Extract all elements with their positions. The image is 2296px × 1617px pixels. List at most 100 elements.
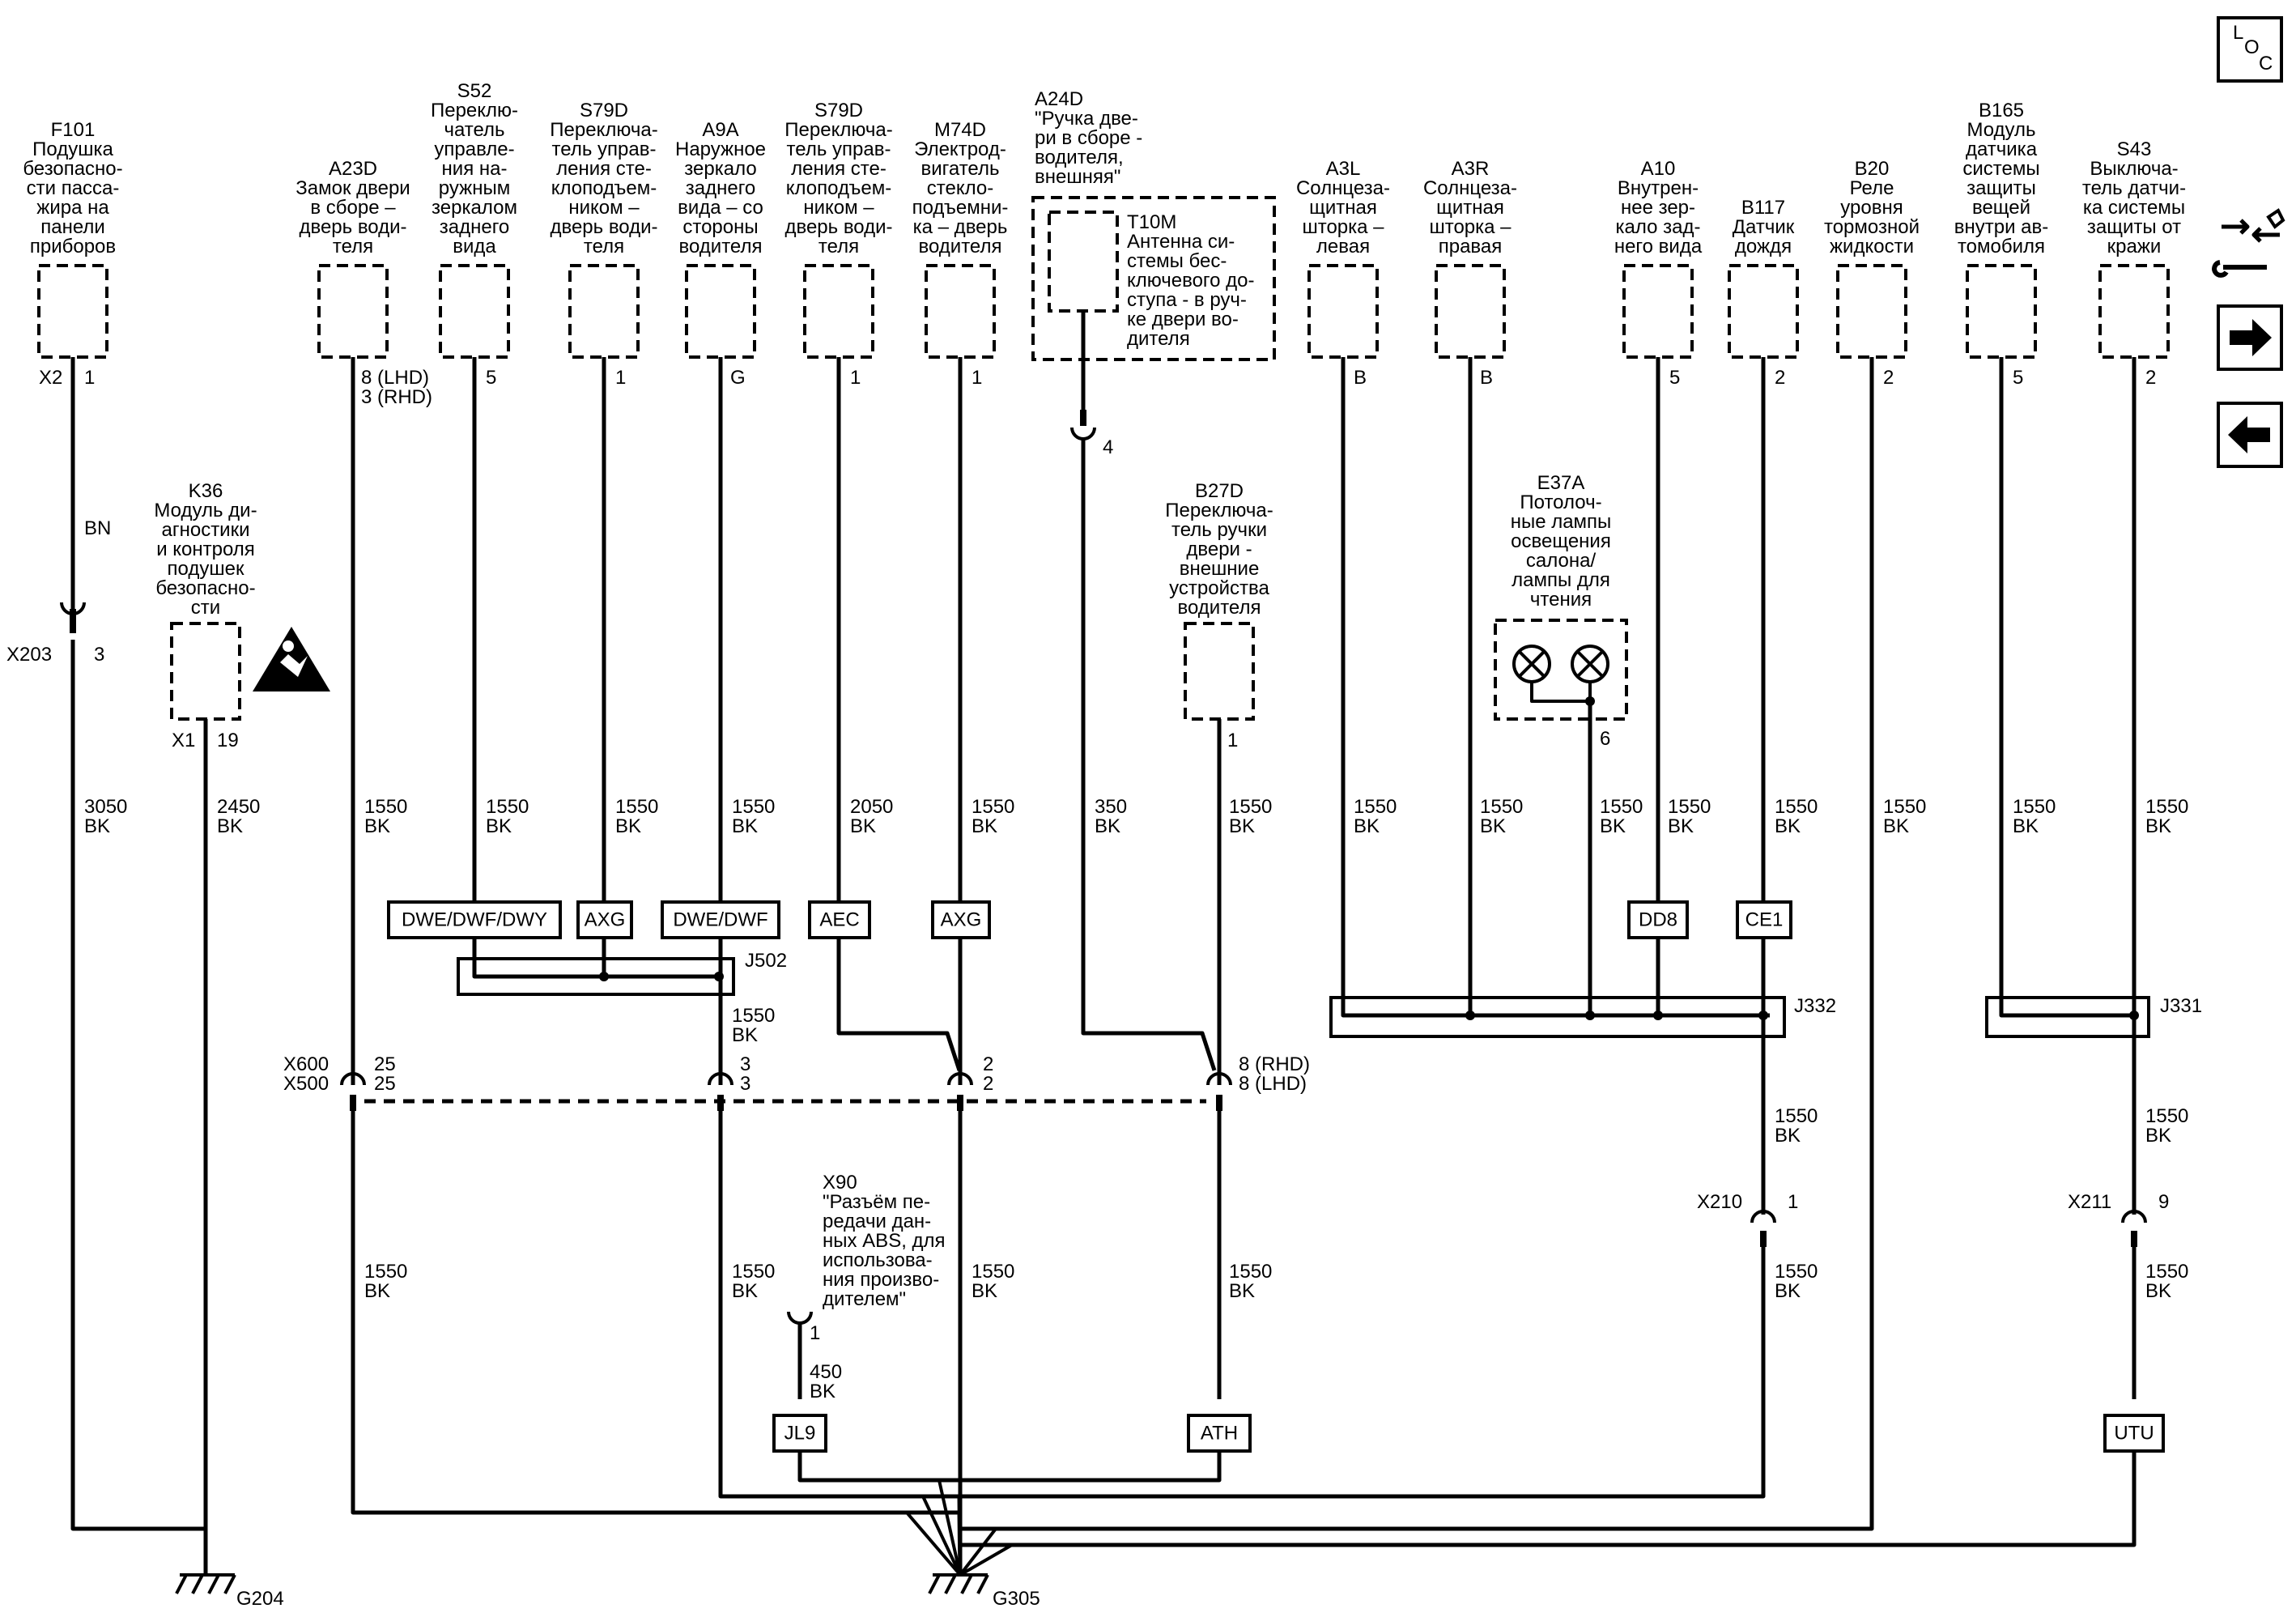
svg-text:DWE/DWF/DWY: DWE/DWF/DWY [402,909,547,931]
option-axg-2: AXG [931,900,991,939]
option-aec: AEC [808,900,871,939]
arrow-right-icon [2230,319,2272,356]
m74d-pin: 1 [972,367,982,389]
x600-name: X600 [283,1053,329,1075]
s79d-a-pin: 1 [615,367,626,389]
lamp-icons [1512,645,1609,706]
option-ce1: CE1 [1736,900,1792,939]
option-dwe-dwf: DWE/DWF [661,900,780,939]
loc-letter-o: O [2244,36,2260,58]
loc-letter-l: L [2233,22,2243,44]
option-jl9: JL9 [772,1414,827,1453]
x600-connector-b27d [1206,1072,1232,1111]
b20-pin: 2 [1883,367,1894,389]
x600-connector-m74d [947,1072,973,1111]
lamp-icon [1571,645,1609,683]
svg-text:AXG: AXG [941,909,982,931]
component-boxes [37,196,2170,721]
svg-text:AEC: AEC [819,909,859,931]
prev-button[interactable] [2217,402,2283,468]
svg-text:AXG: AXG [585,909,626,931]
connector-wrench-icon[interactable] [2212,208,2285,278]
a3r-pin: B [1480,367,1493,389]
t10m-box [1048,211,1119,313]
k36-pin: 19 [217,730,239,751]
a10-box [1622,264,1694,359]
option-axg-1: AXG [576,900,633,939]
t10m-connector [1070,410,1096,440]
m74d-box [925,264,996,359]
option-dd8: DD8 [1627,900,1689,939]
x203-name: X203 [6,644,52,666]
option-boxes: DWE/DWF/DWY AXG DWE/DWF AEC AXG DD8 CE1 … [387,900,2165,1453]
x500-pin-a9a: 3 [740,1073,750,1095]
f101-box [37,264,108,359]
svg-text:ATH: ATH [1201,1423,1238,1445]
lamp-icon [1512,645,1551,683]
e37a-box [1494,619,1628,721]
x210-pin: 1 [1788,1191,1798,1213]
option-ath: ATH [1187,1414,1252,1453]
x600-pin-b27d: 8 (RHD) [1239,1053,1310,1075]
b165-box [1966,264,2037,359]
a9a-box [685,264,756,359]
b20-box [1836,264,1907,359]
x500-pin-a23d: 25 [374,1073,396,1095]
j332-label: J332 [1794,995,1836,1017]
a23d-pin-rhd: 3 (RHD) [361,386,432,408]
a24d-label: A24D"Ручка две-ри в сборе -водителя,внеш… [1035,88,1142,188]
x600-pin-a23d: 25 [374,1053,396,1075]
s79d-a-box [568,264,640,359]
loc-button[interactable]: L O C [2217,16,2283,83]
x500-pin-m74d: 2 [983,1073,993,1095]
a3r-box [1435,264,1506,359]
j502-label: J502 [745,950,787,972]
svg-text:UTU: UTU [2114,1423,2154,1445]
next-button[interactable] [2217,304,2283,371]
s79d-b-box [803,264,874,359]
ground-g305-icon [928,1573,989,1594]
s43-pin: 2 [2145,367,2156,389]
s43-box [2098,264,2170,359]
x500-pin-b27d: 8 (LHD) [1239,1073,1307,1095]
svg-text:DD8: DD8 [1639,909,1677,931]
splice-boxes [457,957,2150,1038]
loc-letter-c: C [2259,53,2273,74]
x210-name: X210 [1697,1191,1742,1213]
a23d-box [317,264,389,359]
b27d-box [1184,622,1255,721]
svg-text:JL9: JL9 [784,1423,816,1445]
option-dwe-dwf-dwy: DWE/DWF/DWY [387,900,562,939]
